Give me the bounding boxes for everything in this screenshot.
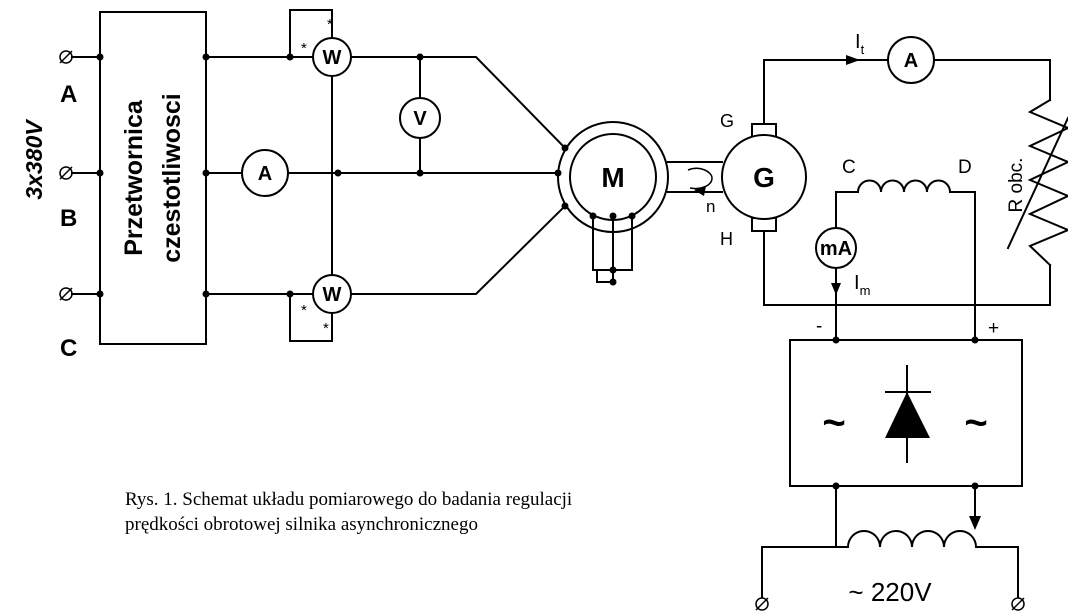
- ammeter-line: A: [241, 149, 289, 197]
- svg-text:V: V: [413, 108, 427, 130]
- ammeter-generator: A: [887, 36, 935, 84]
- ac-terminal-right: [1011, 597, 1025, 611]
- field-current-label: Im: [854, 272, 870, 298]
- frequency-converter-box: [99, 11, 207, 345]
- speed-label: n: [706, 197, 715, 216]
- svg-text:W: W: [323, 284, 342, 306]
- supply-terminal-a: [59, 50, 73, 64]
- svg-text:W: W: [323, 47, 342, 69]
- svg-text:A: A: [258, 163, 272, 185]
- star-mark: *: [327, 16, 333, 33]
- svg-text:mA: mA: [820, 238, 852, 260]
- generator-terminal-h: H: [720, 229, 733, 249]
- star-mark: *: [301, 302, 307, 319]
- supply-voltage-label: 3x380V: [21, 119, 47, 200]
- converter-label-line1: Przetwornica: [120, 99, 148, 256]
- figure-caption-line1: Rys. 1. Schemat układu pomiarowego do ba…: [125, 489, 572, 510]
- rectifier-plus: +: [988, 318, 999, 339]
- supply-terminal-c: [59, 287, 73, 301]
- rectifier-box: [789, 339, 1023, 487]
- field-terminal-d: D: [958, 157, 972, 178]
- converter-label-line2: czestotliwosci: [158, 93, 186, 263]
- diode-symbol: [885, 365, 931, 463]
- wattmeter-top: W: [312, 37, 352, 77]
- generator-terminal-g: G: [720, 111, 734, 131]
- svg-text:G: G: [753, 162, 775, 193]
- ac-symbol-left: ~: [822, 401, 845, 445]
- rectifier-minus: -: [816, 316, 822, 337]
- ac-symbol-right: ~: [964, 401, 987, 445]
- motor: M: [557, 121, 669, 233]
- phase-label-c: C: [60, 335, 77, 362]
- star-mark: *: [301, 40, 307, 57]
- ac-supply-label: ~ 220V: [848, 577, 932, 607]
- ac-terminal-left: [755, 597, 769, 611]
- svg-text:A: A: [904, 50, 918, 72]
- wattmeter-bottom: W: [312, 274, 352, 314]
- load-resistor-label: R obc.: [1006, 158, 1027, 213]
- milliammeter: mA: [815, 227, 857, 269]
- svg-text:M: M: [601, 162, 624, 193]
- phase-label-b: B: [60, 205, 77, 232]
- field-terminal-c: C: [842, 157, 856, 178]
- star-mark: *: [323, 320, 329, 337]
- phase-label-a: A: [60, 81, 77, 108]
- load-current-label: It: [855, 31, 865, 57]
- voltmeter: V: [399, 97, 441, 139]
- figure-caption-line2: prędkości obrotowej silnika asynchronicz…: [125, 514, 478, 535]
- generator: G: [721, 134, 807, 220]
- supply-terminal-b: [59, 166, 73, 180]
